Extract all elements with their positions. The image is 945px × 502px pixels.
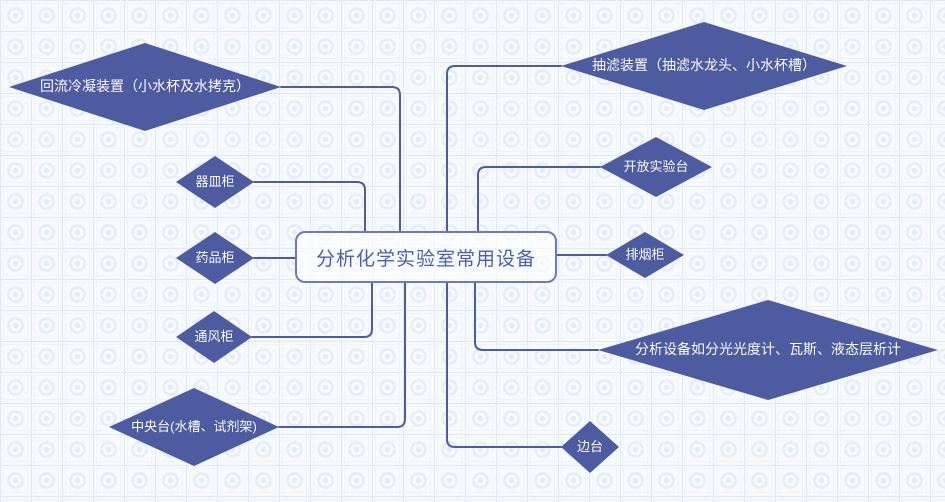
node-suction-filter-label: 抽滤装置（抽滤水龙头、小水杯槽） <box>592 57 816 74</box>
node-exhaust-cabinet-label: 排烟柜 <box>625 246 665 262</box>
node-medicine-cabinet-label: 药品柜 <box>195 249 235 265</box>
connector-suction-filter <box>446 65 562 232</box>
connector-side-bench <box>446 282 562 448</box>
connector-central-bench <box>278 282 406 428</box>
connector-utensil-cabinet <box>253 181 366 232</box>
node-root[interactable]: 分析化学实验室常用设备 <box>295 231 557 283</box>
connector-reflux-condenser <box>280 86 401 232</box>
connector-fume-hood <box>251 282 373 338</box>
node-root-label: 分析化学实验室常用设备 <box>315 248 536 270</box>
connector-open-bench <box>477 166 601 232</box>
node-fume-hood-label: 通风柜 <box>194 328 234 344</box>
node-central-bench-label: 中央台(水槽、试剂架) <box>131 418 257 434</box>
node-side-bench-label: 边台 <box>576 438 603 454</box>
node-open-bench-label: 开放实验台 <box>623 158 689 174</box>
node-reflux-condenser-label: 回流冷凝装置（小水杯及水拷克） <box>40 78 250 95</box>
connector-analysis-instruments <box>474 282 599 351</box>
node-analysis-instruments-label: 分析设备如分光光度计、瓦斯、液态层析计 <box>635 341 901 358</box>
node-utensil-cabinet-label: 器皿柜 <box>195 173 235 189</box>
